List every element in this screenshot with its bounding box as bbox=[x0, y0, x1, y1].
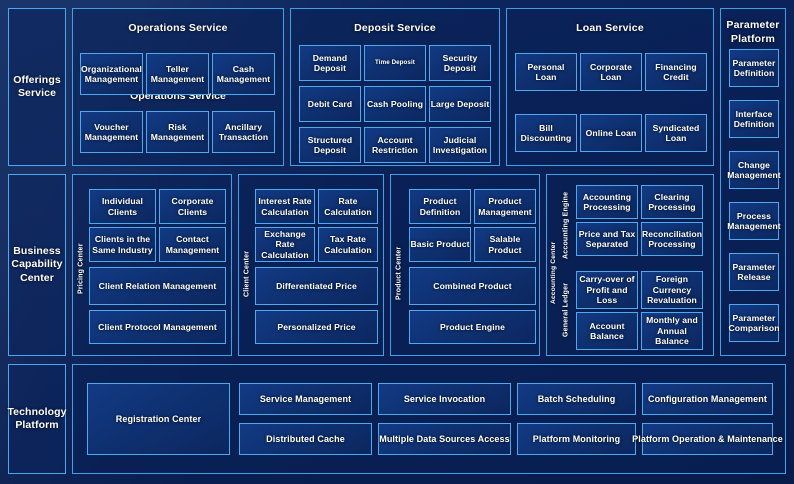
group-client-center: Client Center Interest Rate Calculation … bbox=[238, 174, 384, 356]
group-pricing-center: Pricing Center Individual Clients Corpor… bbox=[72, 174, 232, 356]
tile-security-deposit[interactable]: Security Deposit bbox=[429, 45, 491, 81]
tile-interest-rate-calculation[interactable]: Interest Rate Calculation bbox=[255, 189, 315, 224]
tile-ancillary-transaction[interactable]: Ancillary Transaction bbox=[212, 111, 275, 153]
tile-combined-product[interactable]: Combined Product bbox=[409, 267, 536, 305]
tile-corporate-loan[interactable]: Corporate Loan bbox=[580, 53, 642, 91]
tile-cash-management[interactable]: Cash Management bbox=[212, 53, 275, 95]
tile-time-deposit[interactable]: Time Deposit bbox=[364, 45, 426, 81]
tile-client-relation-management[interactable]: Client Relation Management bbox=[89, 267, 226, 305]
tile-account-balance[interactable]: Account Balance bbox=[576, 312, 638, 350]
tile-accounting-processing[interactable]: Accounting Processing bbox=[576, 185, 638, 219]
tile-demand-deposit[interactable]: Demand Deposit bbox=[299, 45, 361, 81]
tile-product-engine[interactable]: Product Engine bbox=[409, 310, 536, 344]
tile-change-management[interactable]: Change Management bbox=[727, 151, 781, 189]
tile-differentiated-price[interactable]: Differentiated Price bbox=[255, 267, 378, 305]
tile-batch-scheduling[interactable]: Batch Scheduling bbox=[517, 383, 636, 415]
row-label-business-capability-center-text: Business Capability Center bbox=[11, 245, 63, 284]
vlabel-general-ledger: General Ledger bbox=[562, 282, 570, 338]
group-title-deposit-service: Deposit Service bbox=[354, 22, 436, 34]
row-label-offerings-service-text: Offerings Service bbox=[13, 73, 61, 99]
tile-exchange-rate-calculation[interactable]: Exchange Rate Calculation bbox=[255, 227, 315, 262]
row-label-technology-platform: Technology Platform bbox=[7, 364, 67, 474]
tile-multiple-data-sources-access[interactable]: Multiple Data Sources Access bbox=[378, 423, 511, 455]
vlabel-accounting-engine: Accounting Engine bbox=[562, 191, 570, 259]
tile-large-deposit[interactable]: Large Deposit bbox=[429, 86, 491, 122]
tile-personal-loan[interactable]: Personal Loan bbox=[515, 53, 577, 91]
tile-personalized-price[interactable]: Personalized Price bbox=[255, 310, 378, 344]
tile-salable-product[interactable]: Salable Product bbox=[474, 227, 536, 262]
tile-platform-operation-and-maintenance[interactable]: Platform Operation & Maintenance bbox=[632, 423, 783, 455]
vlabel-client-center: Client Center bbox=[243, 250, 251, 298]
group-product-center: Product Center Product Definition Produc… bbox=[390, 174, 540, 356]
group-title-parameter-platform: Parameter Platform bbox=[726, 19, 780, 46]
group-deposit-service: Deposit Service Demand Deposit Time Depo… bbox=[290, 8, 500, 166]
tile-syndicated-loan[interactable]: Syndicated Loan bbox=[645, 114, 707, 152]
tile-corporate-clients[interactable]: Corporate Clients bbox=[159, 189, 226, 224]
row-label-technology-platform-text: Technology Platform bbox=[7, 405, 67, 431]
group-operations-service: Operations Service Operations Service Or… bbox=[72, 8, 284, 166]
tile-price-and-tax-separated[interactable]: Price and Tax Separated bbox=[576, 222, 638, 256]
tile-cash-pooling[interactable]: Cash Pooling bbox=[364, 86, 426, 122]
tile-service-management[interactable]: Service Management bbox=[239, 383, 372, 415]
tile-product-definition[interactable]: Product Definition bbox=[409, 189, 471, 224]
tile-clearing-processing[interactable]: Clearing Processing bbox=[641, 185, 703, 219]
tile-online-loan[interactable]: Online Loan bbox=[580, 114, 642, 152]
tile-organizational-management[interactable]: Organizational Management bbox=[80, 53, 143, 95]
tile-structured-deposit[interactable]: Structured Deposit bbox=[299, 127, 361, 163]
tile-voucher-management[interactable]: Voucher Management bbox=[80, 111, 143, 153]
tile-service-invocation[interactable]: Service Invocation bbox=[378, 383, 511, 415]
group-parameter-platform: Parameter Platform Parameter Definition … bbox=[720, 8, 786, 356]
tile-parameter-definition[interactable]: Parameter Definition bbox=[729, 49, 779, 87]
vlabel-accounting-center: Accounting Center bbox=[550, 241, 557, 305]
tile-clients-in-the-same-industry[interactable]: Clients in the Same Industry bbox=[89, 227, 156, 262]
tile-distributed-cache[interactable]: Distributed Cache bbox=[239, 423, 372, 455]
tile-parameter-comparison[interactable]: Parameter Comparison bbox=[728, 304, 779, 342]
tile-debit-card[interactable]: Debit Card bbox=[299, 86, 361, 122]
tile-parameter-release[interactable]: Parameter Release bbox=[729, 253, 779, 291]
tile-risk-management[interactable]: Risk Management bbox=[146, 111, 209, 153]
group-title-loan-service: Loan Service bbox=[576, 22, 644, 34]
row-label-offerings-service: Offerings Service bbox=[8, 8, 66, 166]
group-title-operations-service: Operations Service bbox=[128, 22, 228, 34]
tile-judicial-investigation[interactable]: Judicial Investigation bbox=[429, 127, 491, 163]
tile-basic-product[interactable]: Basic Product bbox=[409, 227, 471, 262]
tile-registration-center[interactable]: Registration Center bbox=[87, 383, 230, 455]
tile-tax-rate-calculation[interactable]: Tax Rate Calculation bbox=[318, 227, 378, 262]
row-label-business-capability-center: Business Capability Center bbox=[8, 174, 66, 356]
group-technology-platform: Registration Center Service Management D… bbox=[72, 364, 786, 474]
tile-interface-definition[interactable]: Interface Definition bbox=[729, 100, 779, 138]
tile-contact-management[interactable]: Contact Management bbox=[159, 227, 226, 262]
tile-configuration-management[interactable]: Configuration Management bbox=[642, 383, 773, 415]
group-loan-service: Loan Service Personal Loan Corporate Loa… bbox=[506, 8, 714, 166]
tile-carry-over-of-profit-and-loss[interactable]: Carry-over of Profit and Loss bbox=[576, 271, 638, 309]
subgroup-general-ledger: General Ledger Carry-over of Profit and … bbox=[560, 269, 710, 351]
tile-financing-credit[interactable]: Financing Credit bbox=[645, 53, 707, 91]
tile-process-management[interactable]: Process Management bbox=[727, 202, 781, 240]
tile-monthly-and-annual-balance[interactable]: Monthly and Annual Balance bbox=[641, 312, 703, 350]
tile-account-restriction[interactable]: Account Restriction bbox=[364, 127, 426, 163]
tile-teller-management[interactable]: Teller Management bbox=[146, 53, 209, 95]
group-accounting-center: Accounting Center Accounting Engine Acco… bbox=[546, 174, 714, 356]
subgroup-accounting-engine: Accounting Engine Accounting Processing … bbox=[560, 181, 710, 267]
tile-reconciliation-processing[interactable]: Reconciliation Processing bbox=[641, 222, 703, 256]
tile-client-protocol-management[interactable]: Client Protocol Management bbox=[89, 310, 226, 344]
tile-foreign-currency-revaluation[interactable]: Foreign Currency Revaluation bbox=[641, 271, 703, 309]
vlabel-product-center: Product Center bbox=[395, 246, 403, 300]
tile-platform-monitoring[interactable]: Platform Monitoring bbox=[517, 423, 636, 455]
tile-bill-discounting[interactable]: Bill Discounting bbox=[515, 114, 577, 152]
tile-individual-clients[interactable]: Individual Clients bbox=[89, 189, 156, 224]
tile-product-management[interactable]: Product Management bbox=[474, 189, 536, 224]
vlabel-pricing-center: Pricing Center bbox=[77, 243, 85, 295]
tile-rate-calculation[interactable]: Rate Calculation bbox=[318, 189, 378, 224]
